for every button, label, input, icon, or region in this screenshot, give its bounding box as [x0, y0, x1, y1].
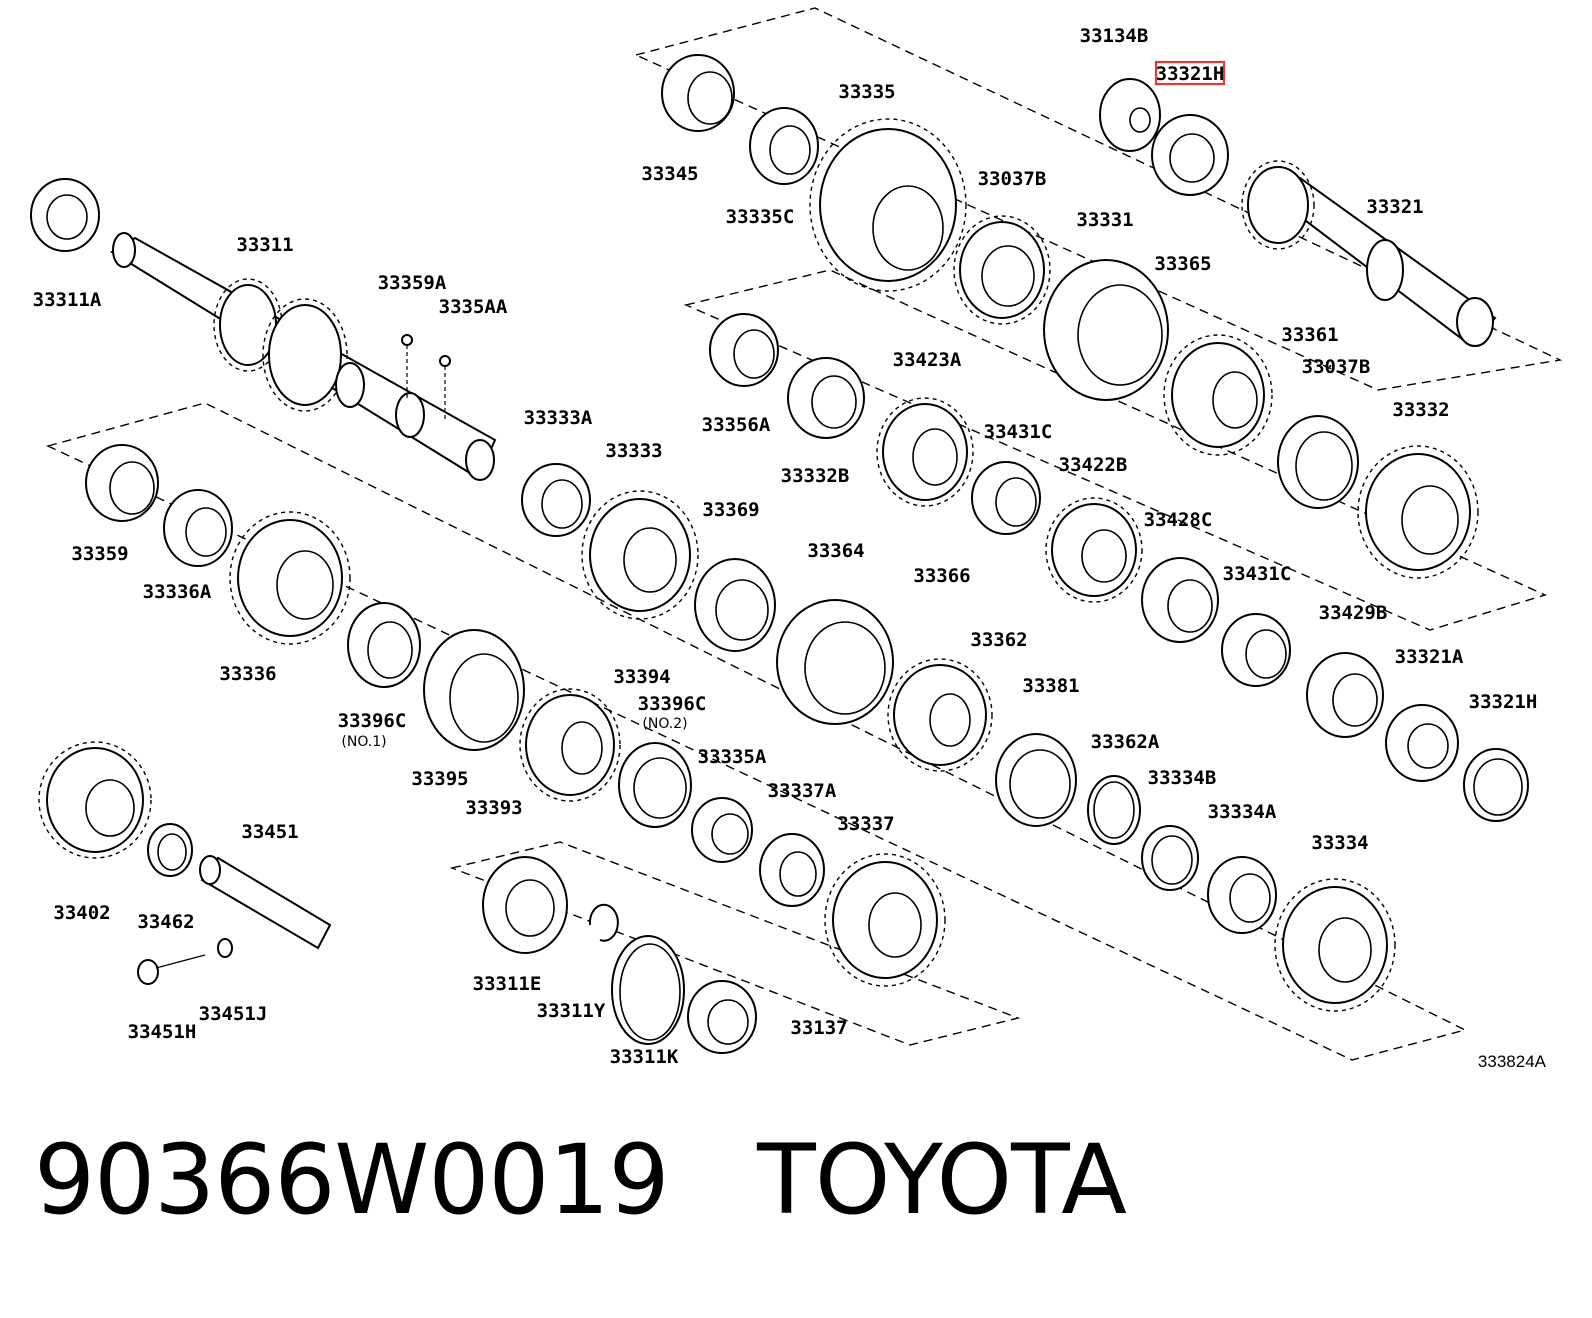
part-label: 33321A: [1395, 646, 1464, 668]
part-label: 33311: [236, 234, 293, 256]
part-label: 33362: [970, 629, 1027, 651]
part-label: 33423A: [893, 349, 962, 371]
part-label: 33369: [702, 499, 759, 521]
part-label: 33422B: [1059, 454, 1128, 476]
part-label: 33402: [53, 902, 110, 924]
part-sublabel: (NO.1): [341, 734, 386, 750]
part-label: 33396C: [638, 693, 707, 715]
part-label: 33311A: [33, 289, 102, 311]
part-label: 33332: [1392, 399, 1449, 421]
part-label: 33037B: [978, 168, 1047, 190]
part-label: 33462: [137, 911, 194, 933]
input-shaft-33311: [110, 232, 497, 481]
part-label: 33333A: [524, 407, 593, 429]
part-sublabel: (NO.2): [642, 716, 687, 732]
part-label: 33381: [1022, 675, 1079, 697]
part-label: 33037B: [1302, 356, 1371, 378]
part-label: 33335C: [726, 206, 795, 228]
part-label: 33332B: [781, 465, 850, 487]
part-label: 33337A: [768, 780, 837, 802]
part-label: 33334: [1311, 832, 1368, 854]
part-label: 33311K: [610, 1046, 679, 1068]
part-label: 33321: [1366, 196, 1423, 218]
part-label: 33393: [465, 797, 522, 819]
part-label: 33395: [411, 768, 468, 790]
part-label: 33362A: [1091, 731, 1160, 753]
part-label: 3335AA: [439, 296, 508, 318]
part-label: 33366: [913, 565, 970, 587]
part-label: 33331: [1076, 209, 1133, 231]
part-label: 33364: [807, 540, 864, 562]
part-sublabels: (NO.1) (NO.2): [341, 716, 687, 750]
part-label: 33359: [71, 543, 128, 565]
highlight-box: [1154, 60, 1226, 86]
part-label: 33333: [605, 440, 662, 462]
caption: 90366W0019 TOYOTA: [34, 1132, 1127, 1228]
part-labels: 33134B 33321H 33335 33345 33335C 33037B 33331 3…: [33, 25, 1538, 1068]
part-number: 90366W0019: [34, 1124, 670, 1236]
brand-name: TOYOTA: [757, 1124, 1127, 1236]
part-label: 33429B: [1319, 602, 1388, 624]
part-label: 33345: [641, 163, 698, 185]
group-outlines: [45, 7, 1563, 1061]
part-label: 33431C: [984, 421, 1053, 443]
part-label: 33321H: [1469, 691, 1538, 713]
part-label: 33311E: [473, 973, 542, 995]
part-label: 33137: [790, 1017, 847, 1039]
part-label: 33365: [1154, 253, 1211, 275]
part-label: 33356A: [702, 414, 771, 436]
part-label: 33361: [1281, 324, 1338, 346]
output-shaft-33321: [1241, 160, 1497, 347]
part-label: 33451: [241, 821, 298, 843]
part-label: 33335A: [698, 746, 767, 768]
part-label: 33336A: [143, 581, 212, 603]
part-label: 33396C: [338, 710, 407, 732]
part-label: 33335: [838, 81, 895, 103]
part-label: 33336: [219, 663, 276, 685]
part-label: 33451J: [199, 1003, 268, 1025]
part-label: 33359A: [378, 272, 447, 294]
part-label: 33321H: [1156, 63, 1225, 85]
component-rings: [30, 54, 1529, 1054]
part-label: 33337: [837, 813, 894, 835]
part-label: 33134B: [1080, 25, 1149, 47]
part-label: 33431C: [1223, 563, 1292, 585]
part-label: 33334B: [1148, 767, 1217, 789]
part-label: 33311Y: [537, 1000, 606, 1022]
diagram-reference-code: 333824A: [1478, 1052, 1547, 1071]
part-label: 33428C: [1144, 509, 1213, 531]
part-label: 33394: [613, 666, 670, 688]
part-label: 33334A: [1208, 801, 1277, 823]
part-label: 33451H: [128, 1021, 197, 1043]
